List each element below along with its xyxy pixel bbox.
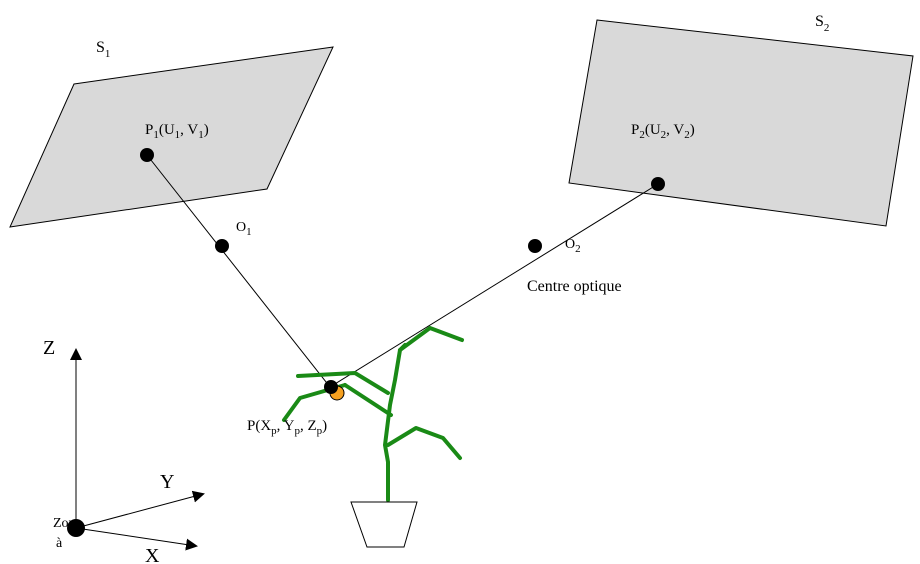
ray-p1-to-p [146,154,331,388]
origin-label-line-1: Zon [53,516,76,531]
plant [282,326,464,502]
axis-y [75,490,205,529]
origin-label-line-2: à [56,536,63,551]
label-p1: P1(U1, V1) [145,122,209,141]
label-o1: O1 [236,220,252,238]
optical-center-o2 [528,239,542,253]
point-p1 [140,148,154,162]
origin-point [67,519,85,537]
optical-center-o1 [215,239,229,253]
plant-leaf-left [343,383,393,417]
point-p [324,380,338,394]
caption-centre-optique: Centre optique [527,278,622,295]
image-plane-s1 [9,46,334,228]
image-plane-s2 [568,19,914,227]
plant-leaf-upper-left [296,371,390,395]
plant-pot [350,501,418,548]
label-p: P(Xp, Yp, Zp) [247,418,327,437]
plant-stem [383,343,407,502]
plant-leaf-right [386,426,462,460]
plant-leaf-top [398,326,464,352]
label-o2: O2 [565,237,581,255]
point-p2 [651,177,665,191]
ray-p2-to-p [329,183,659,388]
axis-label-z: Z [43,337,55,359]
label-p2: P2(U2, V2) [631,122,695,141]
axis-label-y: Y [160,471,174,493]
label-s1: S1 [96,39,110,60]
axis-x [75,527,198,551]
axis-label-x: X [145,545,160,564]
label-s2: S2 [815,13,829,34]
